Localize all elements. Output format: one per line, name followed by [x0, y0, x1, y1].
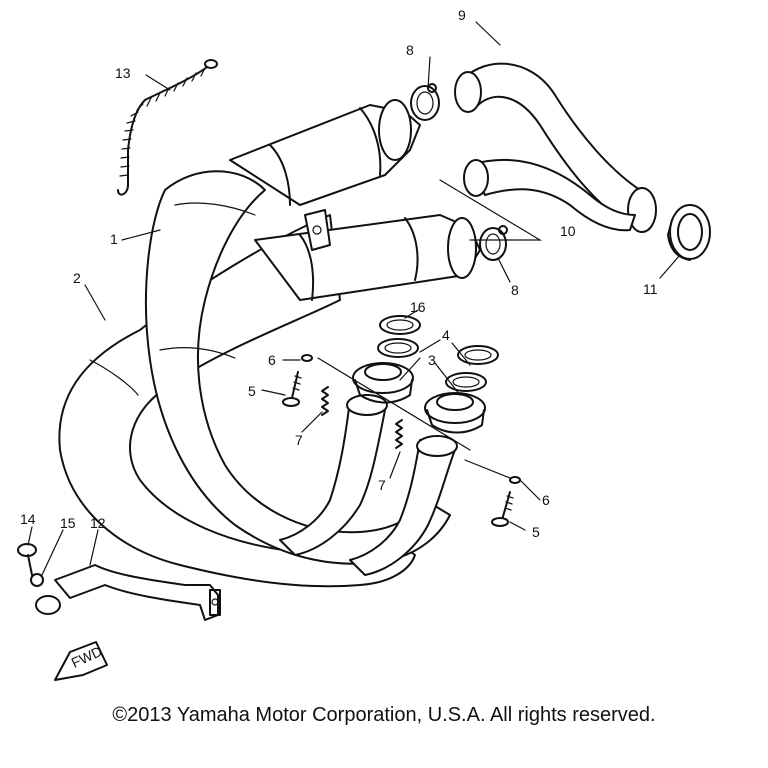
bracket-12 — [54, 564, 221, 621]
callout-3: 3 — [428, 352, 436, 368]
spring-7-left — [321, 386, 329, 416]
callout-5-right: 5 — [532, 524, 540, 540]
tail-pipe-9 — [454, 62, 657, 233]
clamp-8-lower — [479, 225, 508, 261]
callout-9: 9 — [458, 7, 466, 23]
bolt-5-left — [282, 371, 302, 407]
callout-14: 14 — [20, 511, 36, 527]
leader-lines — [27, 21, 681, 576]
callout-8-upper: 8 — [406, 42, 414, 58]
callout-11: 11 — [643, 281, 658, 297]
callout-16: 16 — [410, 299, 426, 315]
washer-6-right — [509, 476, 521, 484]
exhaust-parts-diagram: FWD 1 2 3 4 5 5 6 6 7 — [17, 7, 711, 681]
end-cap-11 — [667, 204, 711, 261]
callout-13: 13 — [115, 65, 131, 81]
spring-13 — [117, 59, 218, 196]
callout-10: 10 — [560, 223, 576, 239]
tail-pipe-10 — [463, 158, 636, 232]
header-pipe-left — [279, 394, 388, 556]
callout-7-left: 7 — [295, 432, 303, 448]
callout-6-left: 6 — [268, 352, 276, 368]
flange-3-left — [352, 362, 414, 404]
callout-5-left: 5 — [248, 383, 256, 399]
gasket-16-left — [379, 315, 421, 335]
callout-7-right: 7 — [378, 477, 386, 493]
spring-7-right — [395, 419, 403, 449]
flange-3-right — [424, 392, 486, 434]
gasket-16-right — [457, 345, 499, 365]
callout-4: 4 — [442, 327, 450, 343]
muffler-1 — [229, 99, 421, 206]
exhaust-pipe-2 — [58, 214, 416, 588]
callout-12: 12 — [90, 515, 106, 531]
bolt-5-right — [491, 491, 514, 527]
fwd-arrow-icon: FWD — [54, 641, 108, 681]
callout-1: 1 — [110, 231, 118, 247]
callout-labels: 1 2 3 4 5 5 6 6 7 7 8 8 9 10 11 12 13 14… — [20, 7, 658, 540]
callout-8-lower: 8 — [511, 282, 519, 298]
clamp-8-upper — [410, 83, 440, 121]
muffler-lower — [254, 209, 481, 301]
gasket-4-left — [377, 338, 419, 358]
bracket-mount-12 — [35, 595, 61, 615]
nut-15 — [30, 573, 44, 587]
copyright-notice: ©2013 Yamaha Motor Corporation, U.S.A. A… — [112, 704, 656, 726]
header-pipe-right — [349, 435, 458, 576]
bolt-14 — [17, 543, 37, 576]
callout-15: 15 — [60, 515, 76, 531]
callout-6-right: 6 — [542, 492, 550, 508]
gasket-4-right — [445, 372, 487, 392]
washer-6-left — [301, 354, 313, 362]
callout-2: 2 — [73, 270, 81, 286]
